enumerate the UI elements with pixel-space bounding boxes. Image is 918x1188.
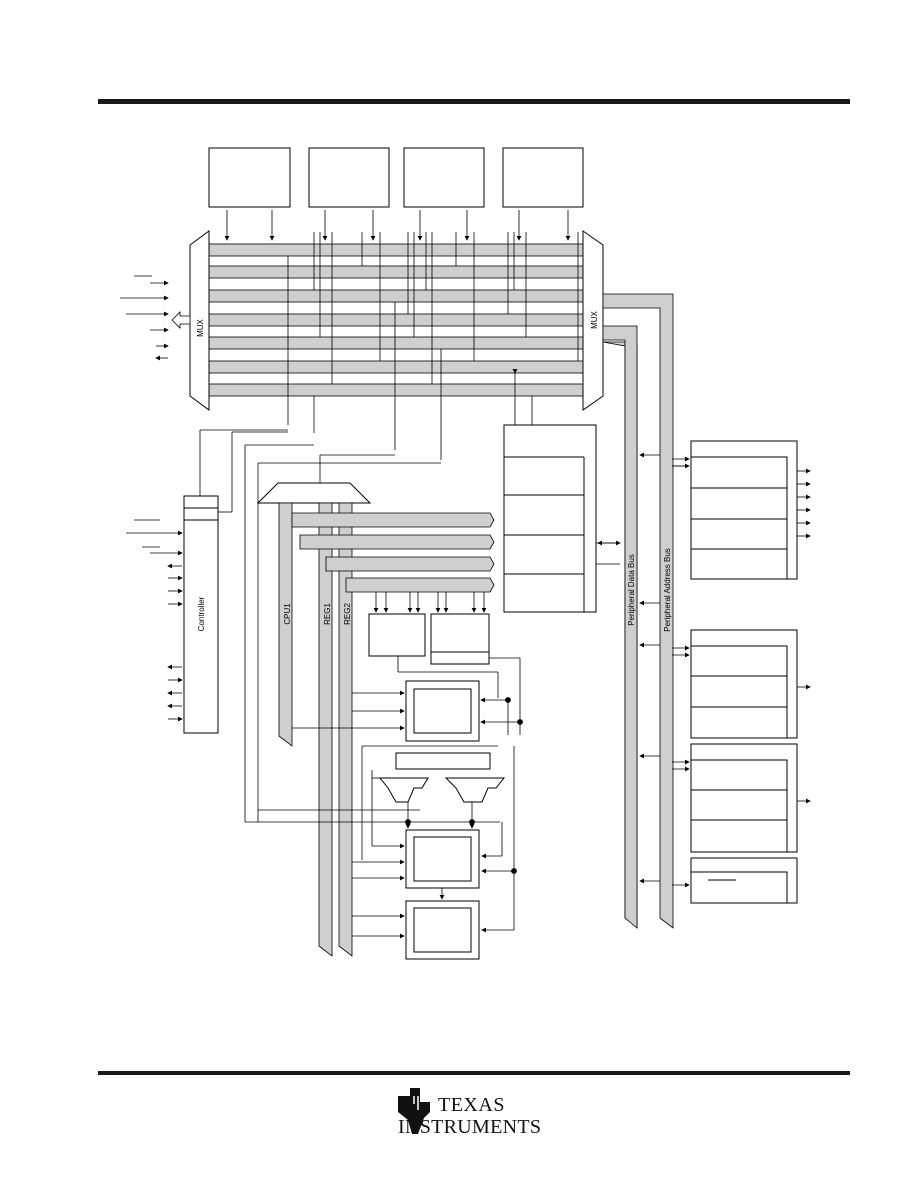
top-block-3 bbox=[403, 147, 485, 208]
top-block-4 bbox=[502, 147, 584, 208]
cpu1-label: CPU1 bbox=[283, 603, 292, 625]
multiplier-links bbox=[292, 690, 523, 860]
footer-rule bbox=[98, 1071, 850, 1075]
mux-left bbox=[189, 230, 210, 411]
alu-links bbox=[352, 746, 517, 930]
mux-left-label: MUX bbox=[196, 318, 205, 336]
ti-logo-icon bbox=[398, 1088, 430, 1134]
central-register-stack bbox=[503, 424, 597, 613]
peripheral-group-4 bbox=[690, 857, 798, 904]
controller-signals bbox=[126, 429, 314, 822]
reg1-label: REG1 bbox=[323, 603, 332, 625]
mux-left-signals bbox=[120, 275, 191, 361]
mux-right-label: MUX bbox=[590, 310, 599, 328]
peripheral-links bbox=[639, 452, 811, 888]
peripheral-address-bus bbox=[602, 293, 674, 929]
accumulator-blocks bbox=[368, 613, 490, 665]
logo-instruments: INSTRUMENTS bbox=[398, 1116, 542, 1138]
peripheral-data-bus-2 bbox=[602, 325, 638, 929]
peripheral-address-bus-label: Peripheral Address Bus bbox=[663, 548, 672, 632]
block-connections bbox=[224, 210, 579, 460]
operand-mux bbox=[256, 482, 372, 504]
central-stack-links bbox=[596, 540, 621, 565]
header-rule bbox=[98, 99, 850, 104]
multiplier-block bbox=[405, 680, 480, 742]
internal-buses bbox=[208, 243, 584, 397]
mux-feed-lines bbox=[245, 454, 500, 823]
alu-section bbox=[378, 752, 506, 803]
peripheral-data-bus-label: Peripheral Data Bus bbox=[627, 554, 636, 626]
peripheral-group-3 bbox=[690, 743, 798, 853]
peripheral-group-1 bbox=[690, 440, 798, 580]
result-block bbox=[405, 900, 480, 960]
logo-texas: TEXAS bbox=[438, 1094, 505, 1116]
peripheral-group-2 bbox=[690, 629, 798, 739]
top-block-1 bbox=[208, 147, 291, 208]
alu-output-block bbox=[405, 829, 480, 889]
operand-buses bbox=[278, 502, 495, 957]
controller-label: Controller bbox=[197, 596, 206, 631]
controller bbox=[183, 495, 219, 734]
reg2-label: REG2 bbox=[343, 603, 352, 625]
top-block-2 bbox=[308, 147, 390, 208]
mux-right bbox=[582, 230, 604, 411]
top-blocks bbox=[208, 147, 584, 208]
result-links bbox=[352, 888, 514, 939]
